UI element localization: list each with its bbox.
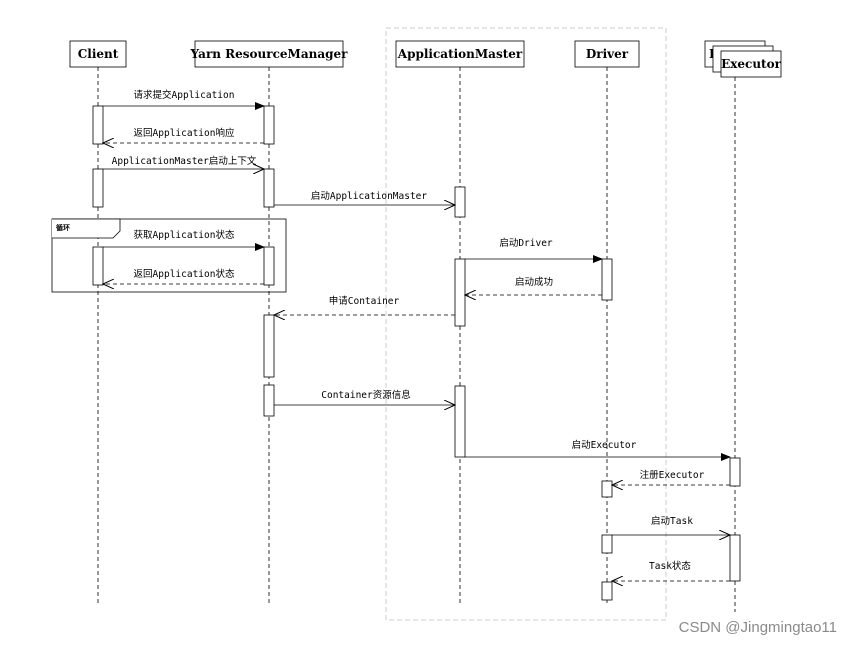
participant-client-label: Client xyxy=(78,47,119,61)
participant-resourcemanager: Yarn ResourceManager xyxy=(190,40,349,68)
activations xyxy=(92,105,741,601)
message-label-6: 返回Application状态 xyxy=(134,268,235,280)
activation-executor-2 xyxy=(729,534,741,582)
message-label-7: 启动Driver xyxy=(499,237,553,249)
activation-rm-5 xyxy=(263,384,275,417)
participant-driver: Driver xyxy=(574,40,640,68)
activation-driver-3 xyxy=(601,534,613,554)
participant-executor-stack: E Executor xyxy=(704,40,782,78)
message-label-1: 请求提交Application xyxy=(134,89,235,101)
loop-label: 循环 xyxy=(56,223,70,232)
participant-driver-label: Driver xyxy=(586,47,629,61)
message-label-12: 注册Executor xyxy=(640,469,705,481)
activation-client-1 xyxy=(92,105,104,145)
activation-driver-2 xyxy=(601,480,613,498)
activation-am-2 xyxy=(454,258,466,327)
message-label-14: Task状态 xyxy=(649,560,691,572)
loop-fragment: 循环 xyxy=(51,218,287,293)
participant-am-label: ApplicationMaster xyxy=(397,47,523,61)
messages xyxy=(103,102,731,581)
activation-client-3 xyxy=(92,246,104,286)
message-label-9: 申请Container xyxy=(329,295,400,307)
activation-am-1 xyxy=(454,186,466,218)
message-label-4: 启动ApplicationMaster xyxy=(311,190,428,202)
activation-driver-4 xyxy=(601,581,613,601)
activation-rm-3 xyxy=(263,246,275,286)
grouping-frame xyxy=(385,27,667,621)
participant-rm-label: Yarn ResourceManager xyxy=(190,47,349,61)
activation-am-3 xyxy=(454,385,466,458)
message-label-13: 启动Task xyxy=(651,515,693,527)
message-label-2: 返回Application响应 xyxy=(134,127,235,139)
participant-client: Client xyxy=(69,40,127,68)
message-label-5: 获取Application状态 xyxy=(134,229,235,241)
activation-executor-1 xyxy=(729,457,741,487)
activation-driver-1 xyxy=(601,258,613,301)
message-label-11: 启动Executor xyxy=(572,439,637,451)
activation-rm-2 xyxy=(263,168,275,208)
message-label-3: ApplicationMaster启动上下文 xyxy=(112,155,257,167)
activation-rm-1 xyxy=(263,105,275,145)
activation-rm-4 xyxy=(263,314,275,378)
activation-client-2 xyxy=(92,168,104,208)
message-label-8: 启动成功 xyxy=(515,276,553,288)
message-labels: 请求提交Application 返回Application响应 Applicat… xyxy=(112,89,705,572)
participant-applicationmaster: ApplicationMaster xyxy=(395,40,525,68)
message-label-10: Container资源信息 xyxy=(321,389,410,401)
lifelines xyxy=(97,67,736,612)
watermark: CSDN @Jingmingtao11 xyxy=(679,619,837,636)
participant-executor-label: Executor xyxy=(721,57,782,71)
